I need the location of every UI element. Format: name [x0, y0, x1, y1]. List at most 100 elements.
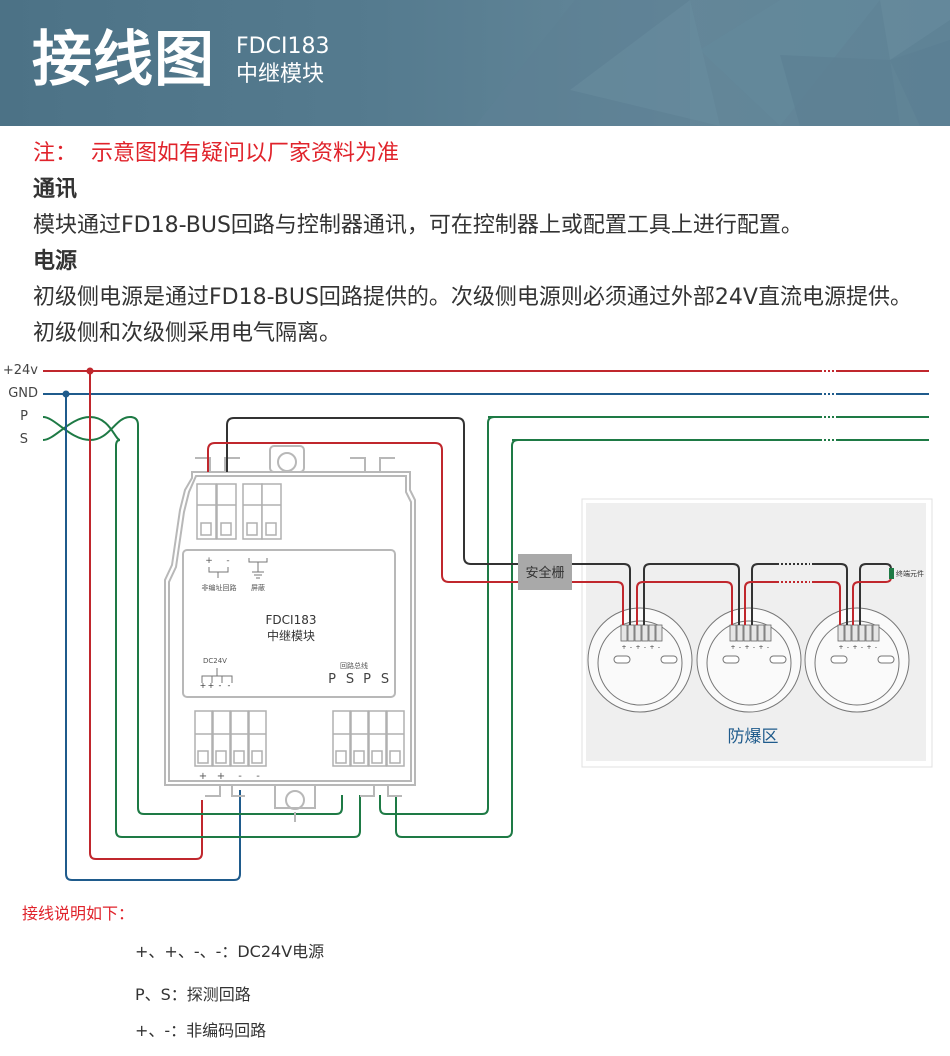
detector-terminal-label: +	[649, 644, 654, 651]
detector-terminal	[750, 624, 758, 642]
legend-item-loop: P、S：探测回路	[135, 985, 251, 1004]
detector-terminal-label: +	[635, 644, 640, 651]
svg-text:P: P	[363, 672, 371, 687]
wire-s-out	[395, 439, 519, 838]
svg-text:+: +	[217, 771, 225, 782]
detector-terminal	[872, 624, 880, 642]
svg-text:-: -	[228, 681, 231, 690]
svg-text:-: -	[256, 771, 260, 782]
detector-base: +-+-+-	[587, 607, 693, 713]
page-title: 接线图	[32, 25, 215, 95]
top-terminal-block-2	[242, 483, 282, 540]
dc24v-terminal-labels: + + - -	[200, 681, 231, 690]
detector-terminal-label: +	[758, 644, 763, 651]
svg-text:+: +	[208, 681, 215, 690]
detector-base: +-+-+-	[696, 607, 802, 713]
section-text-communication: 模块通过FD18-BUS回路与控制器通讯，可在控制器上或配置工具上进行配置。	[33, 213, 803, 238]
bottom-terminal-block-loop	[332, 710, 405, 767]
section-text-power: 初级侧电源是通过FD18-BUS回路提供的。次级侧电源则必须通过外部24V直流电…	[33, 285, 912, 346]
legend-item-non-coded: +、-：非编码回路	[135, 1021, 267, 1040]
detector-terminal-label: -	[630, 644, 632, 651]
dc24v-bracket-icon	[201, 668, 233, 683]
detector-terminal-label: -	[875, 644, 877, 651]
legend-title: 接线说明如下：	[22, 904, 135, 923]
label-shield: 屏蔽	[251, 583, 265, 592]
svg-text:S: S	[346, 672, 354, 687]
detector-terminal	[757, 624, 765, 642]
relay-module	[164, 445, 416, 822]
wiring-diagram: +24v GND P S	[3, 363, 933, 881]
label-minus: -	[226, 556, 229, 566]
section-heading-power: 电源	[33, 249, 78, 274]
wire-gnd-to-module	[65, 394, 241, 881]
legend-item-dc24v: +、+、-、-：DC24V电源	[135, 942, 325, 961]
detector-terminal	[641, 624, 649, 642]
non-address-loop-bracket-icon	[208, 567, 229, 578]
safety-barrier: 安全栅	[518, 554, 572, 590]
svg-text:+: +	[199, 771, 207, 782]
detector-terminal	[620, 624, 628, 642]
detector-terminal-label: -	[767, 644, 769, 651]
zone-label: 防爆区	[728, 727, 779, 747]
detector-terminal	[627, 624, 635, 642]
bus-label-p: P	[20, 409, 28, 424]
detector-slot	[769, 655, 787, 664]
detector-terminal-label: -	[753, 644, 755, 651]
wire-p-out	[379, 416, 495, 815]
svg-text:-: -	[219, 681, 222, 690]
detector-terminal	[865, 624, 873, 642]
wire-p-in	[129, 416, 343, 815]
bus-line-p	[42, 415, 929, 442]
detector-terminal-label: +	[866, 644, 871, 651]
bus-label-gnd: GND	[8, 386, 38, 401]
detector-terminal	[729, 624, 737, 642]
module-name: FDCI183	[266, 613, 317, 627]
detector-slot	[613, 655, 631, 664]
detector-terminal	[648, 624, 656, 642]
label-non-address-loop: 非编址回路	[202, 583, 237, 592]
svg-text:+: +	[200, 681, 207, 690]
detector-slot	[722, 655, 740, 664]
bus-label-s: S	[20, 432, 28, 447]
svg-text:-: -	[238, 771, 242, 782]
detector-terminal-label: +	[621, 644, 626, 651]
detector-terminal	[634, 624, 642, 642]
detector-terminal	[851, 624, 859, 642]
detector-terminal-label: +	[730, 644, 735, 651]
svg-text:S: S	[381, 672, 389, 687]
detector-base: +-+-+-	[804, 607, 910, 713]
wire-nonaddr-plus	[207, 442, 520, 583]
detector-terminal	[858, 624, 866, 642]
terminal-element-icon	[889, 568, 894, 579]
wire-s-in	[115, 439, 361, 838]
label-loop-bus: 回路总线	[340, 661, 368, 670]
detector-terminal	[736, 624, 744, 642]
ground-icon	[248, 558, 268, 579]
header-banner: 接线图 FDCI183 中继模块	[0, 0, 950, 126]
module-subtitle: 中继模块	[267, 628, 315, 643]
label-dc24v: DC24V	[203, 657, 227, 665]
detector-terminal-label: -	[847, 644, 849, 651]
loop-terminal-labels: P S P S	[328, 672, 389, 687]
detector-terminal-label: +	[838, 644, 843, 651]
detector-terminal	[655, 624, 663, 642]
detector-terminal	[743, 624, 751, 642]
detector-terminal-label: -	[739, 644, 741, 651]
zone-wiring	[572, 563, 892, 625]
label-plus: +	[205, 556, 213, 566]
section-heading-communication: 通讯	[33, 177, 78, 202]
svg-text:安全栅: 安全栅	[525, 565, 564, 581]
detector-terminal-label: +	[852, 644, 857, 651]
detector-slot	[877, 655, 895, 664]
top-terminal-block-1	[196, 483, 237, 540]
wire-24v-to-module	[89, 371, 203, 860]
detector-group: +-+-+-+-+-+-+-+-+-	[587, 607, 910, 713]
detector-terminal	[844, 624, 852, 642]
detector-terminal-label: -	[861, 644, 863, 651]
svg-text:P: P	[328, 672, 336, 687]
wire-nonaddr-minus	[226, 417, 520, 565]
banner-polygon-background	[475, 0, 950, 126]
product-subtitle: 中继模块	[236, 62, 325, 87]
detector-terminal-label: -	[644, 644, 646, 651]
detector-terminal	[837, 624, 845, 642]
